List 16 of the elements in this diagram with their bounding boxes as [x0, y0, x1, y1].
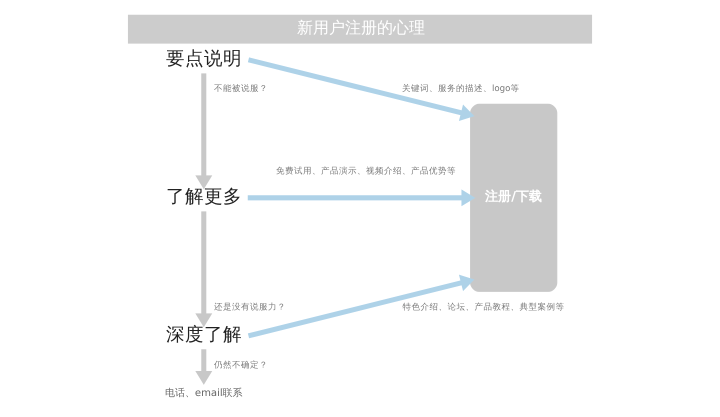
edge-label: 不能被说服？ — [214, 84, 268, 94]
edge-label: 特色介绍、论坛、产品教程、典型案例等 — [402, 302, 564, 312]
edge-label: 还是没有说服力？ — [214, 302, 286, 312]
arrow — [195, 210, 212, 327]
node-text: 了解更多 — [166, 186, 242, 207]
arrow — [195, 72, 212, 189]
arrow — [195, 348, 212, 384]
node-text: 深度了解 — [166, 324, 242, 345]
node-text: 要点说明 — [166, 48, 242, 69]
edge-label: 仍然不确定？ — [214, 360, 268, 370]
edge-label: 免费试用、产品演示、视频介绍、产品优势等 — [276, 166, 456, 176]
arrow — [248, 188, 476, 206]
edge-label: 关键词、服务的描述、logo等 — [402, 84, 520, 94]
arrow — [248, 274, 474, 338]
arrow — [248, 56, 474, 120]
node-text: 电话、email联系 — [164, 387, 243, 398]
